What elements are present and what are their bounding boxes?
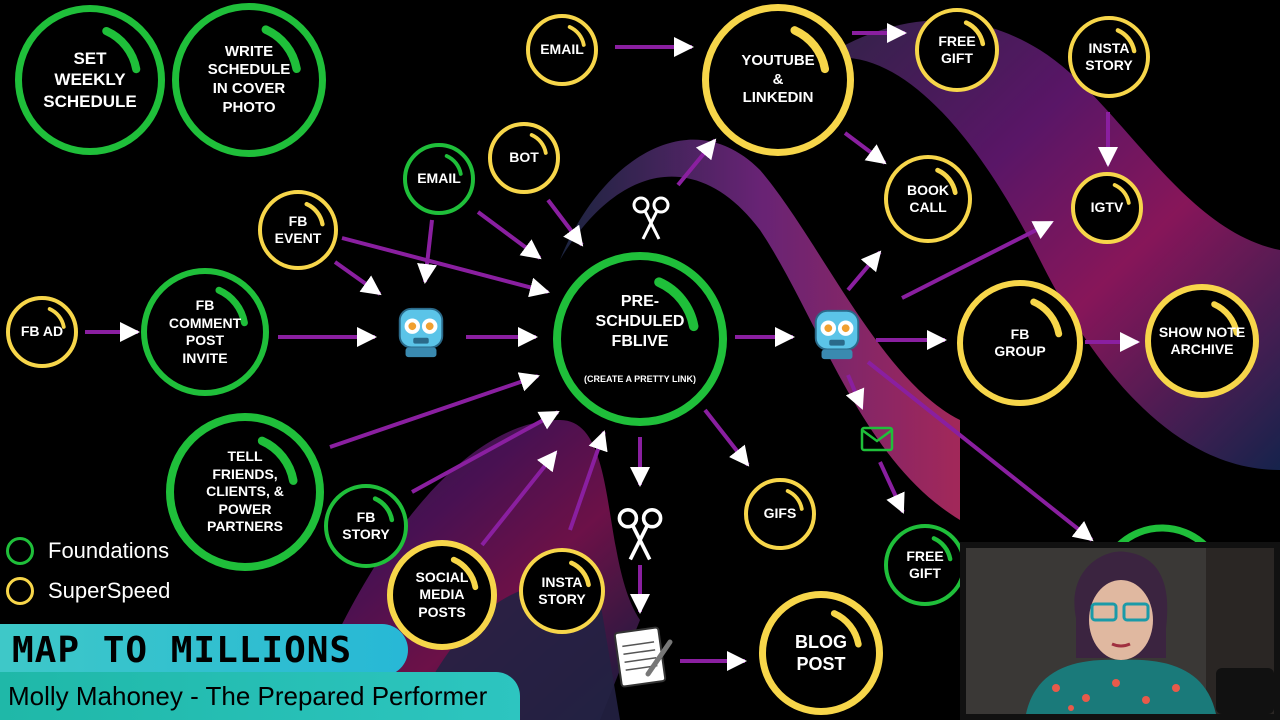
node-label: FREE GIFT	[906, 547, 944, 582]
node-label: BLOG POST	[795, 631, 847, 675]
node-bot[interactable]: BOT	[488, 122, 560, 194]
node-label: EMAIL	[417, 170, 461, 187]
node-free-gift-bottom[interactable]: FREE GIFT	[884, 524, 966, 606]
node-email-top[interactable]: EMAIL	[526, 14, 598, 86]
node-set-weekly-schedule[interactable]: SET WEEKLY SCHEDULE	[15, 5, 165, 155]
arrow	[341, 236, 550, 298]
node-label: BOOK CALL	[907, 181, 949, 216]
arrow	[417, 219, 437, 284]
node-show-note-archive[interactable]: SHOW NOTE ARCHIVE	[1145, 284, 1259, 398]
arrow	[329, 372, 540, 449]
node-prescheduled-fblive[interactable]: PRE- SCHDULED FBLIVE (CREATE A PRETTY LI…	[553, 252, 727, 426]
arrow	[676, 138, 717, 187]
node-book-call[interactable]: BOOK CALL	[884, 155, 972, 243]
arrow	[846, 250, 882, 292]
node-label: FB COMMENT POST INVITE	[168, 297, 242, 366]
node-title: PRE- SCHDULED FBLIVE	[595, 293, 685, 351]
node-label: INSTA STORY	[538, 573, 586, 608]
node-label: SET WEEKLY SCHEDULE	[43, 49, 137, 111]
node-social-media-posts[interactable]: SOCIAL MEDIA POSTS	[387, 540, 497, 650]
node-fb-group[interactable]: FB GROUP	[957, 280, 1083, 406]
node-gifs[interactable]: GIFS	[744, 478, 816, 550]
scissors-icon	[632, 196, 670, 240]
node-free-gift-top[interactable]: FREE GIFT	[915, 8, 999, 92]
arrow	[845, 374, 865, 410]
legend-item-superspeed: SuperSpeed	[6, 577, 170, 605]
node-label: IGTV	[1090, 199, 1124, 216]
banner-title: MAP TO MILLIONS	[12, 630, 353, 671]
robot-icon	[398, 307, 444, 358]
node-fb-story[interactable]: FB STORY	[324, 484, 408, 568]
node-label: TELL FRIENDS, CLIENTS, & POWER PARTNERS	[206, 448, 284, 535]
node-youtube-linkedin[interactable]: YOUTUBE & LINKEDIN	[702, 4, 854, 156]
envelope-icon	[860, 426, 894, 452]
node-label: BOT	[509, 149, 539, 166]
legend-label: Foundations	[48, 538, 170, 563]
legend-item-foundations: Foundations	[6, 537, 169, 565]
node-label: SOCIAL MEDIA POSTS	[415, 568, 469, 620]
robot-icon	[814, 309, 860, 360]
arrow	[480, 450, 558, 547]
node-label: INSTA STORY	[1085, 39, 1133, 74]
node-label: GIFS	[763, 505, 797, 522]
webcam-overlay	[960, 542, 1280, 720]
arrow	[546, 198, 584, 247]
arrow	[411, 410, 560, 494]
arrow	[568, 430, 608, 531]
legend-ring	[6, 577, 34, 605]
node-label: YOUTUBE & LINKEDIN	[741, 51, 815, 107]
node-igtv[interactable]: IGTV	[1071, 172, 1143, 244]
arrow	[878, 461, 905, 514]
node-label: FB GROUP	[994, 325, 1046, 360]
node-label: FB EVENT	[274, 212, 322, 247]
arrow	[901, 220, 1054, 300]
node-label: EMAIL	[540, 41, 584, 58]
subtitle-banner: Molly Mahoney - The Prepared Performer	[0, 672, 520, 720]
node-label: SHOW NOTE ARCHIVE	[1158, 323, 1246, 358]
arrow	[843, 131, 887, 165]
node-write-schedule[interactable]: WRITE SCHEDULE IN COVER PHOTO	[172, 3, 326, 157]
legend-ring	[6, 537, 34, 565]
node-label: WRITE SCHEDULE IN COVER PHOTO	[207, 42, 291, 116]
title-banner: MAP TO MILLIONS	[0, 624, 408, 676]
node-label: FREE GIFT	[938, 32, 976, 67]
node-email-mid[interactable]: EMAIL	[403, 143, 475, 215]
presenter-image	[966, 548, 1274, 714]
node-subtitle: (CREATE A PRETTY LINK)	[584, 374, 696, 385]
node-fb-ad[interactable]: FB AD	[6, 296, 78, 368]
node-insta-story-bottom[interactable]: INSTA STORY	[519, 548, 605, 634]
node-blog-post[interactable]: BLOG POST	[759, 591, 883, 715]
legend-label: SuperSpeed	[48, 578, 171, 603]
node-tell-friends[interactable]: TELL FRIENDS, CLIENTS, & POWER PARTNERS	[166, 413, 324, 571]
arrow	[333, 260, 382, 296]
arrow	[866, 360, 1094, 542]
node-label: FB AD	[20, 323, 64, 340]
connector-arrows	[85, 23, 1140, 671]
node-fb-event[interactable]: FB EVENT	[258, 190, 338, 270]
node-insta-story-top[interactable]: INSTA STORY	[1068, 16, 1150, 98]
node-label: FB STORY	[342, 508, 390, 543]
notepad-icon	[613, 626, 673, 688]
node-label: PRE- SCHDULED FBLIVE (CREATE A PRETTY LI…	[584, 272, 696, 405]
banner-subtitle: Molly Mahoney - The Prepared Performer	[8, 681, 488, 711]
scissors-icon	[617, 507, 663, 561]
arrow	[703, 408, 750, 467]
node-fb-comment[interactable]: FB COMMENT POST INVITE	[141, 268, 269, 396]
arrow	[476, 210, 542, 260]
